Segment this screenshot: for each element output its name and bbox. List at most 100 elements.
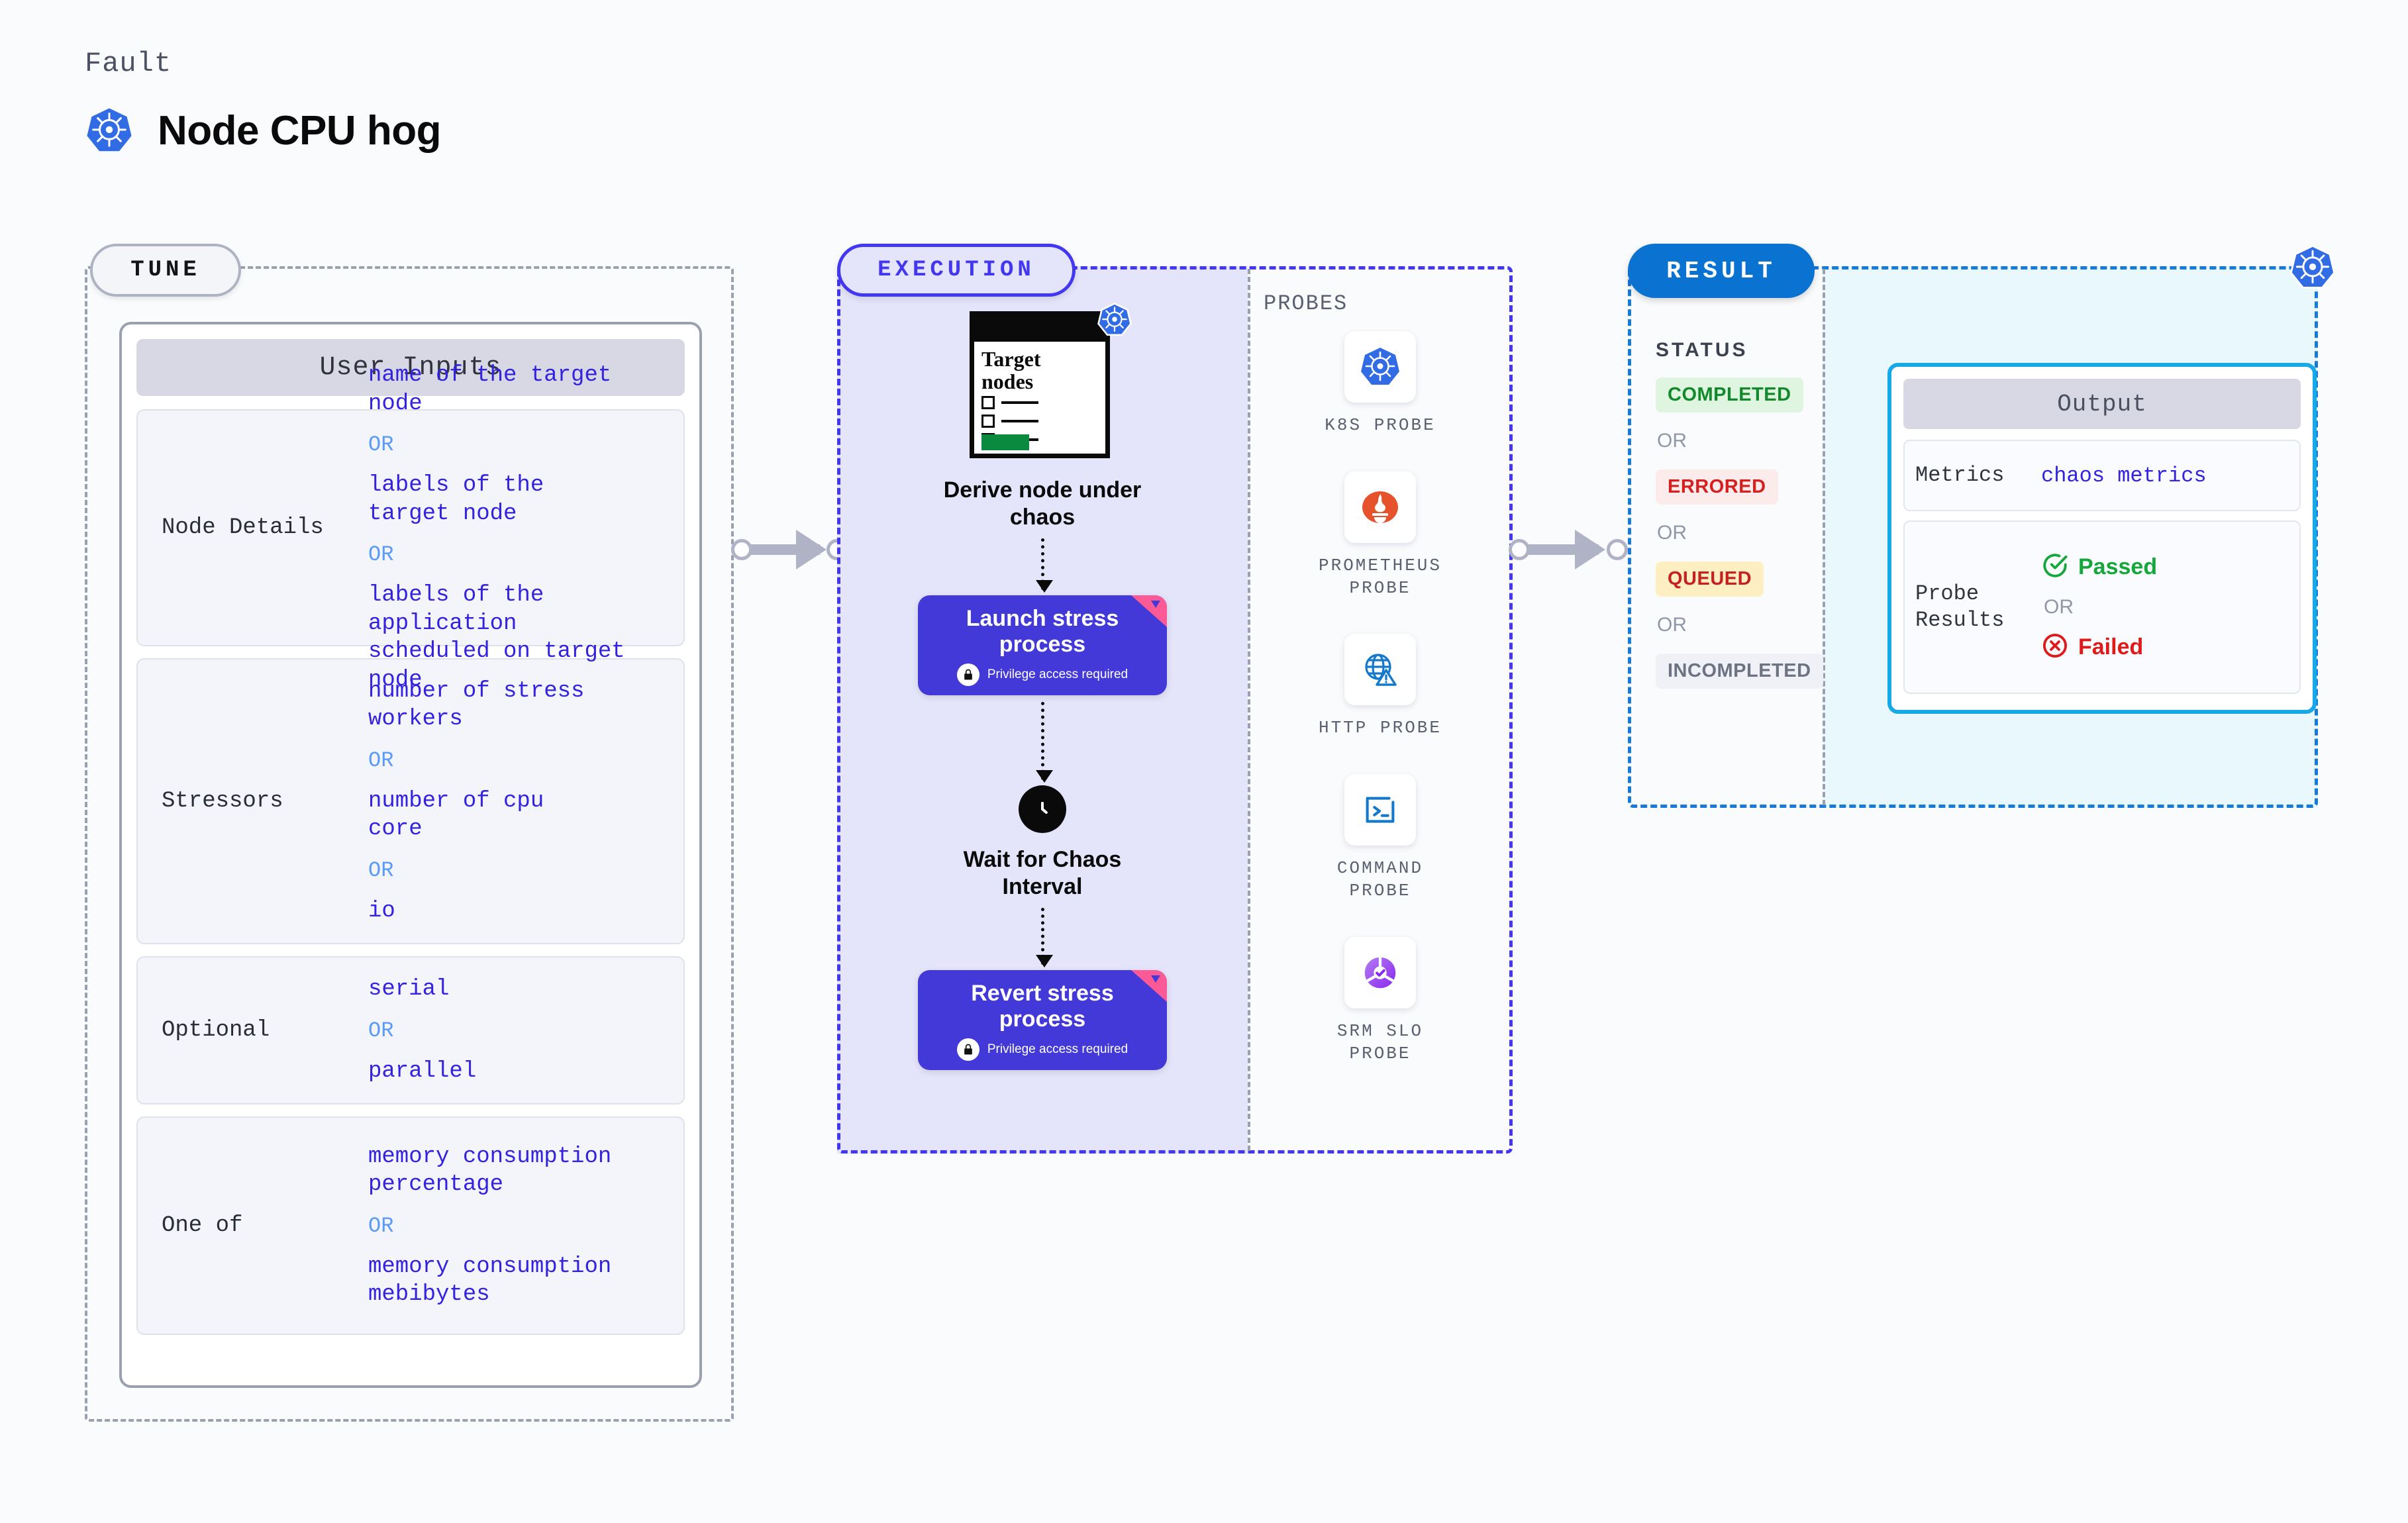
connector-tune-to-execution: [731, 530, 848, 569]
probe-label: HTTP PROBE: [1318, 718, 1442, 738]
connector-execution-to-result: [1509, 530, 1634, 569]
output-label: Probe Results: [1915, 581, 2005, 632]
execution-pill[interactable]: EXECUTION: [837, 244, 1076, 297]
status-badge-completed: COMPLETED: [1656, 377, 1803, 413]
output-title: Output: [1903, 379, 2301, 429]
execution-region: [837, 266, 1513, 1154]
value-option: io: [368, 898, 395, 924]
node-title: Revert stress process: [971, 980, 1114, 1032]
or-separator: OR: [1657, 430, 1687, 452]
or-separator: OR: [368, 542, 394, 567]
probe-result-passed: Passed: [2041, 552, 2157, 583]
or-separator: OR: [2044, 596, 2074, 618]
result-status-divider: [1823, 269, 1825, 805]
probes-list: K8S PROBE PROMETHEUS PROBE: [1248, 331, 1513, 1099]
or-separator: OR: [368, 1213, 394, 1238]
input-row-node-details[interactable]: Node Details name of the target node OR …: [136, 363, 685, 693]
input-row-one-of[interactable]: One of memory consumption percentage OR …: [136, 1116, 685, 1335]
result-pill[interactable]: RESULT: [1628, 244, 1815, 298]
doc-title: Target nodes: [981, 347, 1041, 393]
probe-label: K8S PROBE: [1325, 415, 1436, 435]
row-values: number of stress workers OR number of cp…: [368, 677, 672, 926]
x-circle-icon: [2041, 632, 2069, 663]
failed-label: Failed: [2078, 634, 2144, 660]
value-option: serial: [368, 977, 450, 1002]
or-separator: OR: [368, 1018, 394, 1043]
status-badge-errored: ERRORED: [1656, 469, 1778, 505]
value-option: name of the target node: [368, 363, 612, 417]
probe-item-command[interactable]: COMMAND PROBE: [1337, 774, 1423, 903]
hardware-ribbon-icon: [1131, 969, 1167, 1002]
target-nodes-document-icon: Target nodes: [963, 303, 1132, 464]
or-separator: OR: [1657, 614, 1687, 636]
input-row-stressors[interactable]: Stressors number of stress workers OR nu…: [136, 658, 685, 944]
privilege-badge: Privilege access required: [956, 663, 1129, 686]
srm-slo-icon: [1344, 936, 1416, 1008]
row-label: Optional: [162, 1018, 270, 1043]
kubernetes-icon: [1097, 302, 1132, 341]
hardware-ribbon-icon: [1131, 595, 1167, 627]
probe-label: SRM SLO PROBE: [1336, 1020, 1424, 1063]
page-title-row: Node CPU hog: [85, 106, 441, 155]
row-label: Node Details: [162, 515, 324, 540]
or-separator: OR: [368, 858, 394, 883]
status-badge-incompleted: INCOMPLETED: [1656, 654, 1823, 689]
flow-connector-arrow: [1035, 538, 1053, 593]
lock-icon: [956, 663, 979, 686]
check-circle-icon: [2041, 552, 2069, 583]
value-option: labels of the application scheduled on t…: [368, 583, 625, 693]
or-separator: OR: [368, 432, 394, 457]
value-option: memory consumption percentage: [368, 1144, 612, 1198]
checkbox-icon: [981, 396, 995, 409]
value-option: labels of the target node: [368, 473, 544, 526]
execution-flow: Target nodes: [837, 303, 1248, 1070]
output-row-probe-results[interactable]: Probe Results Passed OR: [1903, 520, 2301, 694]
probes-section-label: PROBES: [1264, 291, 1348, 316]
row-label: Stressors: [162, 789, 283, 814]
clock-icon: [1019, 785, 1066, 833]
output-label: Metrics: [1915, 463, 2005, 487]
step-wait-chaos-caption: Wait for Chaos Interval: [963, 846, 1122, 900]
tune-pill[interactable]: TUNE: [90, 244, 241, 297]
probe-item-prometheus[interactable]: PROMETHEUS PROBE: [1319, 471, 1442, 600]
tune-region: [85, 266, 734, 1422]
step-derive-node-caption: Derive node under chaos: [943, 477, 1142, 530]
input-row-optional[interactable]: Optional serial OR parallel: [136, 956, 685, 1105]
output-card: Output Metrics chaos metrics Probe Resul…: [1887, 363, 2317, 714]
globe-warning-icon: [1344, 634, 1416, 706]
or-separator: OR: [1657, 522, 1687, 544]
kubernetes-icon: [2289, 244, 2336, 295]
value-option: parallel: [368, 1058, 477, 1084]
flow-connector-arrow: [1035, 701, 1053, 783]
status-section-label: STATUS: [1656, 339, 1748, 361]
prometheus-icon: [1344, 471, 1416, 543]
terminal-icon: [1344, 774, 1416, 846]
privilege-text: Privilege access required: [987, 667, 1129, 681]
probe-item-srm-slo[interactable]: SRM SLO PROBE: [1336, 936, 1424, 1065]
privilege-text: Privilege access required: [987, 1042, 1129, 1056]
probe-item-http[interactable]: HTTP PROBE: [1319, 634, 1442, 740]
user-inputs-card: User Inputs Node Details name of the tar…: [119, 322, 702, 1388]
row-values: name of the target node OR labels of the…: [368, 362, 672, 694]
node-title: Launch stress process: [966, 605, 1119, 658]
status-list: COMPLETED OR ERRORED OR QUEUED OR INCOMP…: [1656, 377, 1823, 689]
row-values: serial OR parallel: [368, 975, 672, 1085]
status-badge-queued: QUEUED: [1656, 562, 1764, 597]
flow-connector-arrow: [1035, 907, 1053, 967]
probe-result-failed: Failed: [2041, 632, 2157, 663]
output-value: chaos metrics: [2041, 463, 2207, 488]
value-option: memory consumption mebibytes: [368, 1253, 612, 1308]
output-row-metrics[interactable]: Metrics chaos metrics: [1903, 440, 2301, 511]
or-separator: OR: [368, 748, 394, 773]
page-eyebrow: Fault: [85, 48, 172, 79]
value-option: number of stress workers: [368, 678, 585, 732]
kubernetes-icon: [1344, 331, 1416, 403]
probe-label: PROMETHEUS PROBE: [1318, 555, 1442, 598]
doc-highlight-bar: [981, 434, 1029, 450]
user-inputs-title: User Inputs: [136, 339, 685, 396]
step-launch-stress-process[interactable]: Launch stress process Privilege access r…: [918, 595, 1167, 695]
step-revert-stress-process[interactable]: Revert stress process Privilege access r…: [918, 969, 1167, 1070]
probe-item-k8s[interactable]: K8S PROBE: [1325, 331, 1435, 437]
value-option: number of cpu core: [368, 788, 544, 842]
